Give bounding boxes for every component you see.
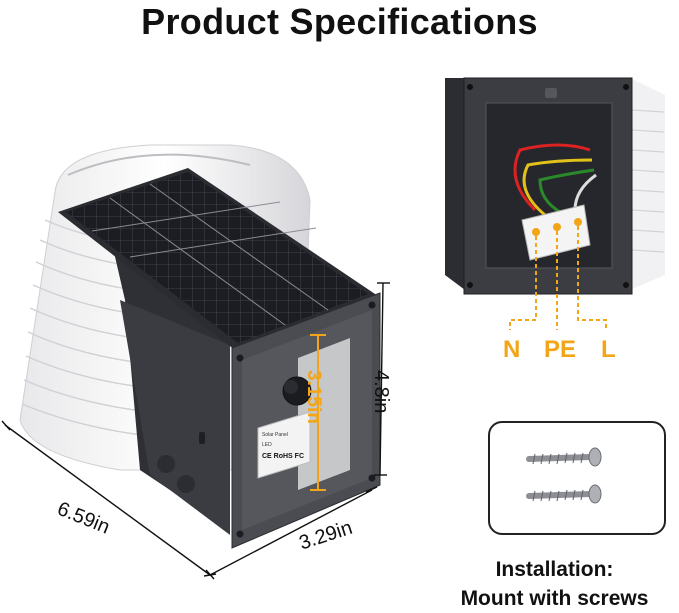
- page-title: Product Specifications: [141, 1, 538, 42]
- label-marks: CE RoHS FC: [262, 453, 304, 460]
- product-label: Solar Panel LED CE RoHS FC: [257, 411, 311, 479]
- dimension-lines: [1, 282, 390, 580]
- solar-panel-icon: [58, 168, 378, 350]
- installation-title: Installation:: [495, 558, 614, 581]
- wire-label-l: L: [601, 336, 616, 363]
- label-line1: Solar Panel: [262, 432, 288, 438]
- inner-height-dimension: 3.15in: [303, 370, 324, 424]
- installation-note: Installation: Mount with screws: [430, 555, 679, 613]
- height-dimension: 4.8in: [370, 370, 392, 414]
- back-plate-screws: [236, 301, 376, 538]
- wire-label-n: N: [503, 336, 521, 363]
- screw-icon: [526, 447, 602, 504]
- wiring-inset: [445, 77, 665, 330]
- wire-label-pe: PE: [544, 336, 577, 363]
- label-line2: LED: [262, 442, 272, 448]
- screws-box: [488, 421, 666, 535]
- product-illustration: Solar Panel LED CE RoHS FC: [1, 77, 665, 580]
- installation-detail: Mount with screws: [460, 587, 649, 610]
